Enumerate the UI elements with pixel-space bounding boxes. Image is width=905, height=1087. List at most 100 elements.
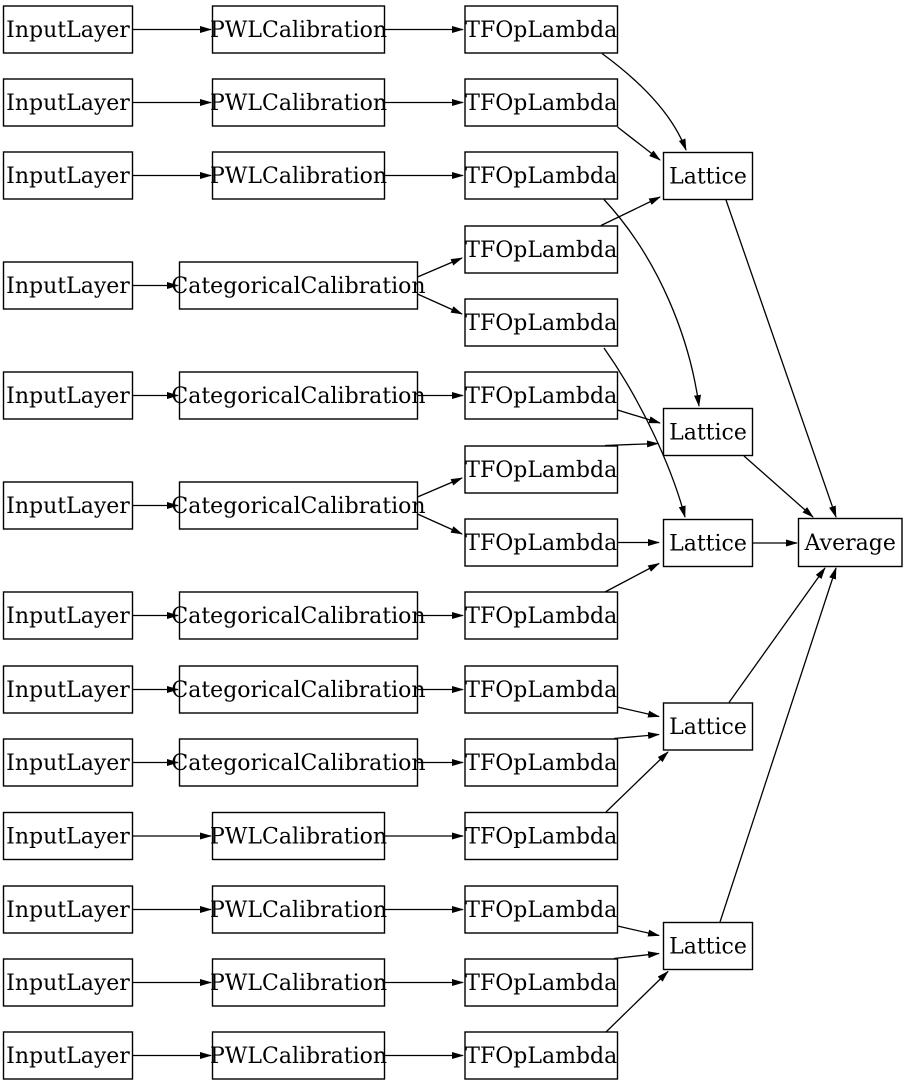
edge-lambda-12-to-lattice-4	[605, 751, 669, 813]
edge-lambda-15-to-lattice-5	[605, 970, 669, 1033]
node-lambda-1: TFOpLambda	[464, 5, 619, 54]
node-label-cat-8: CategoricalCalibration	[171, 678, 425, 703]
node-box-cat-5	[178, 371, 419, 420]
node-box-input-5	[2, 371, 134, 420]
node-box-lambda-13	[464, 885, 619, 934]
node-pwl-10: PWLCalibration	[210, 811, 387, 861]
node-box-pwl-10	[211, 811, 386, 861]
node-cat-9: CategoricalCalibration	[171, 738, 426, 787]
node-label-pwl-3: PWLCalibration	[210, 164, 387, 189]
node-box-input-4	[2, 261, 134, 310]
node-lambda-12: TFOpLambda	[464, 811, 619, 861]
node-label-lambda-4: TFOpLambda	[465, 238, 617, 263]
node-box-input-6	[2, 481, 134, 530]
node-pwl-11: PWLCalibration	[210, 885, 387, 934]
edge-lambda-9-to-lattice-3	[604, 562, 660, 593]
node-box-lambda-2	[464, 78, 619, 127]
edge-lattice-2-to-average	[743, 455, 814, 518]
node-box-lattice-4	[662, 702, 754, 751]
node-label-pwl-10: PWLCalibration	[210, 825, 387, 850]
edge-lambda-3-to-lattice-2	[603, 199, 701, 407]
node-label-lambda-15: TFOpLambda	[465, 1044, 617, 1069]
node-box-lambda-14	[464, 958, 619, 1007]
node-box-pwl-11	[211, 885, 386, 934]
edge-lambda-4-to-lattice-1	[600, 196, 661, 227]
node-label-lattice-4: Lattice	[669, 715, 747, 740]
node-input-8: InputLayer	[2, 665, 134, 714]
node-lambda-10: TFOpLambda	[464, 665, 619, 714]
node-label-cat-5: CategoricalCalibration	[171, 384, 425, 409]
node-lattice-2: Lattice	[662, 407, 754, 457]
node-input-2: InputLayer	[2, 78, 134, 127]
node-lambda-11: TFOpLambda	[464, 738, 619, 787]
node-pwl-1: PWLCalibration	[210, 5, 387, 54]
node-input-11: InputLayer	[2, 885, 134, 934]
node-cat-5: CategoricalCalibration	[171, 371, 426, 420]
node-box-average	[797, 517, 903, 568]
node-pwl-3: PWLCalibration	[210, 151, 387, 200]
node-box-lambda-4	[464, 225, 619, 274]
node-label-cat-4: CategoricalCalibration	[171, 274, 425, 299]
node-label-input-5: InputLayer	[6, 384, 130, 409]
node-box-lambda-6	[464, 371, 619, 420]
edge-lambda-14-to-lattice-5	[613, 951, 660, 960]
node-label-pwl-11: PWLCalibration	[210, 898, 387, 923]
node-box-lambda-5	[464, 298, 619, 347]
node-pwl-12: PWLCalibration	[210, 958, 387, 1007]
node-lambda-7: TFOpLambda	[464, 445, 619, 494]
node-box-lambda-9	[464, 591, 619, 640]
edge-lattice-1-to-average	[725, 199, 837, 518]
node-box-pwl-1	[211, 5, 386, 54]
node-label-lambda-9: TFOpLambda	[465, 604, 617, 629]
edge-lambda-7-to-lattice-2	[604, 440, 659, 448]
node-box-lambda-11	[464, 738, 619, 787]
node-label-input-6: InputLayer	[6, 494, 130, 519]
node-label-lambda-5: TFOpLambda	[465, 311, 617, 336]
node-layer: InputLayerInputLayerInputLayerInputLayer…	[2, 5, 903, 1080]
node-box-lambda-12	[464, 811, 619, 861]
node-cat-4: CategoricalCalibration	[171, 261, 426, 310]
node-label-lambda-2: TFOpLambda	[465, 91, 617, 116]
node-lambda-14: TFOpLambda	[464, 958, 619, 1007]
edge-cat-4-to-lambda-5	[417, 293, 463, 315]
edge-lambda-1-to-lattice-1	[601, 52, 687, 151]
node-cat-6: CategoricalCalibration	[171, 481, 426, 530]
node-label-input-8: InputLayer	[6, 678, 130, 703]
edge-cat-6-to-lambda-7	[417, 477, 463, 498]
node-pwl-13: PWLCalibration	[210, 1031, 387, 1080]
edge-lattice-4-to-average	[728, 567, 826, 703]
node-label-lambda-11: TFOpLambda	[465, 751, 617, 776]
node-label-input-9: InputLayer	[6, 751, 130, 776]
node-label-cat-6: CategoricalCalibration	[171, 494, 425, 519]
node-label-lambda-12: TFOpLambda	[465, 825, 617, 850]
node-box-lambda-3	[464, 151, 619, 200]
node-input-3: InputLayer	[2, 151, 134, 200]
node-label-input-7: InputLayer	[6, 604, 130, 629]
node-lattice-4: Lattice	[662, 702, 754, 751]
node-input-10: InputLayer	[2, 811, 134, 861]
node-label-average: Average	[804, 531, 896, 556]
node-box-lambda-10	[464, 665, 619, 714]
node-box-pwl-13	[211, 1031, 386, 1080]
node-lattice-5: Lattice	[662, 921, 754, 971]
node-input-13: InputLayer	[2, 1031, 134, 1080]
node-box-input-3	[2, 151, 134, 200]
node-box-input-8	[2, 665, 134, 714]
edge-lambda-11-to-lattice-4	[613, 731, 660, 740]
node-lambda-13: TFOpLambda	[464, 885, 619, 934]
node-label-input-3: InputLayer	[6, 164, 130, 189]
edge-layer	[133, 26, 837, 1059]
node-box-cat-9	[178, 738, 419, 787]
node-label-input-4: InputLayer	[6, 274, 130, 299]
edge-lattice-5-to-average	[719, 567, 837, 923]
node-label-cat-9: CategoricalCalibration	[171, 751, 425, 776]
node-box-lattice-5	[662, 921, 754, 971]
node-label-lambda-14: TFOpLambda	[465, 971, 617, 996]
node-box-input-12	[2, 958, 134, 1007]
node-lattice-1: Lattice	[662, 151, 754, 201]
node-label-lambda-13: TFOpLambda	[465, 898, 617, 923]
node-input-1: InputLayer	[2, 5, 134, 54]
node-label-lambda-7: TFOpLambda	[465, 458, 617, 483]
